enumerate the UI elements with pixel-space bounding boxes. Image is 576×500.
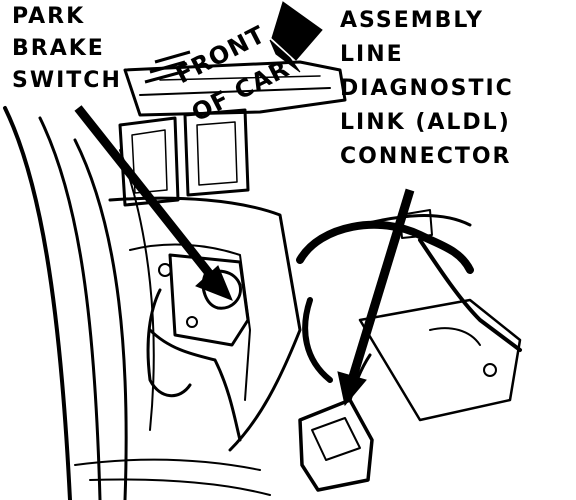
aldl-connector-body	[298, 398, 374, 492]
front-direction-arrow-shaft	[269, 39, 301, 73]
kick-panel-edge	[129, 243, 251, 401]
aldl-label-line-4: LINK (ALDL)	[340, 110, 511, 135]
park-brake-wiring	[148, 328, 242, 442]
park-brake-bracket	[168, 253, 250, 347]
dash-trim-line	[139, 87, 331, 96]
lower-dash-body	[108, 196, 302, 452]
speed-line-2	[149, 60, 186, 74]
aldl-arrowhead	[337, 371, 367, 407]
pillar-mid-edge	[38, 116, 102, 500]
aldl-label-line-3: DIAGNOSTIC	[340, 76, 514, 101]
speed-line-3	[144, 70, 183, 84]
aldl-label-line-2: LINE	[340, 42, 404, 67]
park-brake-lever	[146, 288, 192, 398]
bracket-bolt	[158, 263, 172, 277]
vent-opening	[118, 116, 180, 207]
aldl-label-line-5: CONNECTOR	[340, 144, 512, 169]
pillar-outer-edge	[3, 106, 72, 500]
bracket-bolt-2	[186, 316, 198, 328]
aldl-label-line-1: ASSEMBLY	[340, 8, 484, 33]
park-brake-label-line-2: BRAKE	[12, 36, 105, 61]
harness-bundle-2	[358, 214, 472, 227]
front-direction-arrowhead	[271, 1, 323, 61]
harness-bundle	[418, 238, 522, 352]
speed-line	[154, 50, 191, 64]
column-detail	[429, 327, 481, 346]
pillar-trim-edge	[119, 149, 155, 431]
steering-column-housing	[358, 298, 522, 422]
floor-line-2	[89, 478, 271, 496]
park-brake-switch-body	[201, 269, 242, 310]
leader-arrows	[74, 105, 415, 407]
dash-upper-panel	[123, 60, 347, 117]
panel-opening-inner	[196, 121, 238, 186]
floor-line	[74, 458, 261, 471]
park-brake-arrowhead	[195, 265, 233, 301]
park-brake-leader	[74, 105, 216, 280]
wiring-harness-2	[302, 297, 333, 383]
panel-opening	[183, 108, 250, 197]
column-bolt	[483, 363, 497, 377]
park-brake-label-line-1: PARK	[12, 4, 86, 29]
pillar-inner-edge	[73, 138, 128, 500]
aldl-leader	[347, 188, 415, 382]
front-of-car-indicator	[144, 1, 323, 84]
wiring-harness	[296, 220, 474, 274]
dash-trim-line-2	[159, 75, 321, 81]
park-brake-label-line-3: SWITCH	[12, 68, 122, 93]
aldl-connector-face	[311, 417, 361, 461]
